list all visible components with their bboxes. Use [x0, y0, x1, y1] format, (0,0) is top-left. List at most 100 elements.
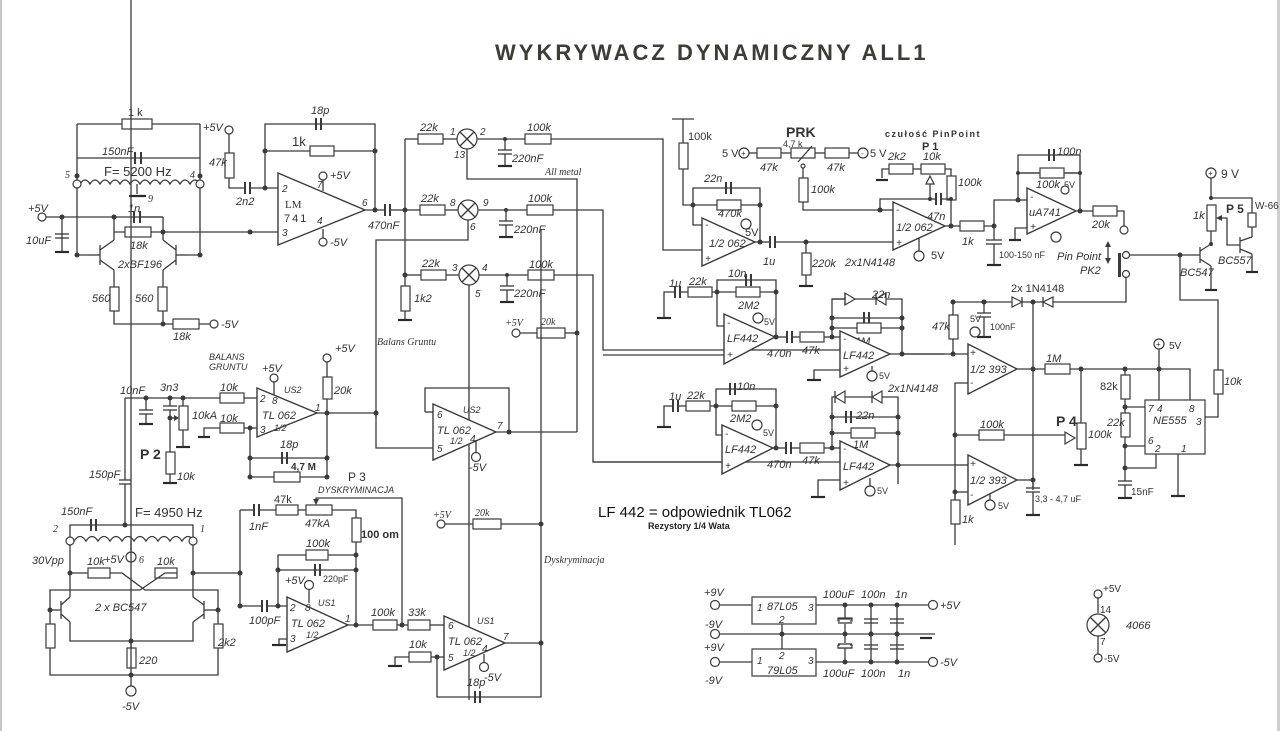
label-psu-in-neg: -9V [705, 619, 724, 631]
pinpoint-contact-a[interactable] [1119, 225, 1129, 235]
label-lf442-lower-chip2: LF442 [843, 461, 874, 473]
wire [49, 572, 177, 608]
junction-dot [829, 334, 835, 340]
label-freq-5200: F= 5200 Hz [104, 164, 172, 179]
junction-dot [402, 207, 408, 213]
pot-p1[interactable] [920, 163, 946, 175]
wire [797, 145, 813, 163]
wire [1124, 447, 1157, 469]
label-pk2: PK2 [1080, 265, 1101, 277]
svg-text:+: + [705, 254, 711, 265]
label-lm741-stage-pins-1: 3 [282, 228, 288, 239]
junction-dot [757, 239, 763, 245]
resistor [407, 619, 431, 631]
label-discrim-bias-v: +5V [433, 510, 453, 521]
label-discrim-r-fb: 100k [306, 538, 330, 550]
junction-dot [180, 395, 186, 401]
wire [716, 292, 724, 327]
label-lf442-upper-c-out: 470n [767, 348, 791, 360]
label-balans-label2: GRUNTU [209, 362, 248, 372]
label-discrim-vneg: -5V [484, 672, 503, 684]
junction-dot [1122, 443, 1128, 449]
label-balans-c-3n3: 3n3 [160, 382, 179, 394]
label-pinpoint-stage-r-2k2: 2k2 [887, 151, 906, 163]
junction-dot [167, 395, 173, 401]
junction-dot [275, 603, 281, 609]
junction-dot [952, 432, 958, 438]
junction-dot [1078, 171, 1082, 175]
resistor [1039, 167, 1065, 179]
junction-dot [74, 252, 80, 258]
label-rx-oscillator-pin-left: 2 [53, 524, 58, 535]
label-rx-oscillator-freq: F= 4950 Hz [135, 505, 203, 520]
wire [460, 202, 476, 218]
label-discrim-r-47k: 47k [274, 494, 292, 506]
label-discrim-pot: 47kA [305, 518, 330, 530]
label-switches-rows-1-pin-in: 8 [450, 198, 456, 209]
label-pinpoint-stage-opamp1: 1/2 062 [709, 238, 746, 250]
junction-dot [842, 659, 848, 665]
label-prk: PRK [786, 124, 816, 140]
label-lf442-lower-chip: LF442 [725, 444, 756, 456]
wire [162, 259, 177, 271]
wire [945, 200, 952, 227]
pot-p4[interactable] [1076, 422, 1087, 450]
label-ne555-r-22k: 22k [1106, 417, 1125, 429]
label-switches-bias-r: 20k [541, 317, 556, 328]
junction-dot [895, 462, 901, 468]
wire [79, 179, 201, 186]
label-r-560-a: 560 [92, 293, 111, 305]
terminal [1093, 653, 1103, 663]
pushbutton-pk2[interactable] [1118, 253, 1121, 277]
label-rx-oscillator-r2: 10k [157, 556, 175, 568]
junction-dot [47, 607, 53, 613]
junction-dot [1015, 197, 1021, 203]
terminal [927, 656, 939, 668]
junction-dot [991, 223, 997, 229]
right-border [1277, 0, 1280, 731]
opamp-tl062-us1b [443, 614, 507, 672]
label-ua741-stage-r-out: 20k [1091, 219, 1110, 231]
resistor [687, 286, 713, 298]
label-buffer-us2-us: US2 [463, 405, 481, 415]
label-c-10uf: 10uF [26, 235, 52, 247]
wire [49, 648, 219, 676]
label-psu-c4: 100uF [823, 668, 855, 680]
junction-dot [128, 672, 134, 678]
junction-dot [894, 659, 900, 665]
label-discrim-r-33k: 33k [408, 607, 426, 619]
junction-dot [160, 229, 166, 235]
label-comparators-r-47k: 47k [932, 321, 950, 333]
label-audio-out-speaker: W-66 [1255, 201, 1279, 212]
terminal [1050, 231, 1062, 243]
resistor-18k-neg [172, 318, 200, 330]
label-lf442-upper-v: 5V [879, 371, 890, 381]
label-psu-pins-2: 3 [808, 656, 814, 667]
resistor [524, 133, 552, 145]
wire [551, 138, 702, 251]
wire [1199, 243, 1212, 252]
resistor [419, 204, 446, 216]
pot-p2[interactable] [178, 405, 189, 431]
terminal [752, 312, 764, 324]
label-prk-r-right: 47k [827, 162, 845, 174]
wire [60, 596, 71, 606]
label-psu-pins-1: 2 [778, 651, 785, 662]
label-comparators-c-100nf: 100nF [990, 322, 1016, 332]
label-switches-rows-1-pin-ctl: 6 [470, 222, 476, 233]
junction-dot [197, 252, 203, 258]
label-discrim-p3: P 3 [348, 470, 366, 484]
label-balans-c-10nf: 10nF [120, 385, 146, 397]
wire [1199, 258, 1212, 267]
pot-p5[interactable] [1206, 204, 1217, 232]
ua741-stage: 100-150 nF 100n 100k 5V uA741 -+ 20k Pin… [984, 146, 1200, 303]
terminal-minus5v [209, 319, 219, 329]
coil-terminal-4 [195, 179, 205, 189]
label-ne555-r-82k: 82k [1100, 381, 1118, 393]
resistor [798, 177, 809, 203]
junction-dot [950, 351, 956, 357]
label-psu-in-neg2: -9V [705, 675, 724, 687]
label-lf442-upper-v: 5V [764, 317, 775, 327]
pot-p3[interactable] [305, 504, 333, 516]
